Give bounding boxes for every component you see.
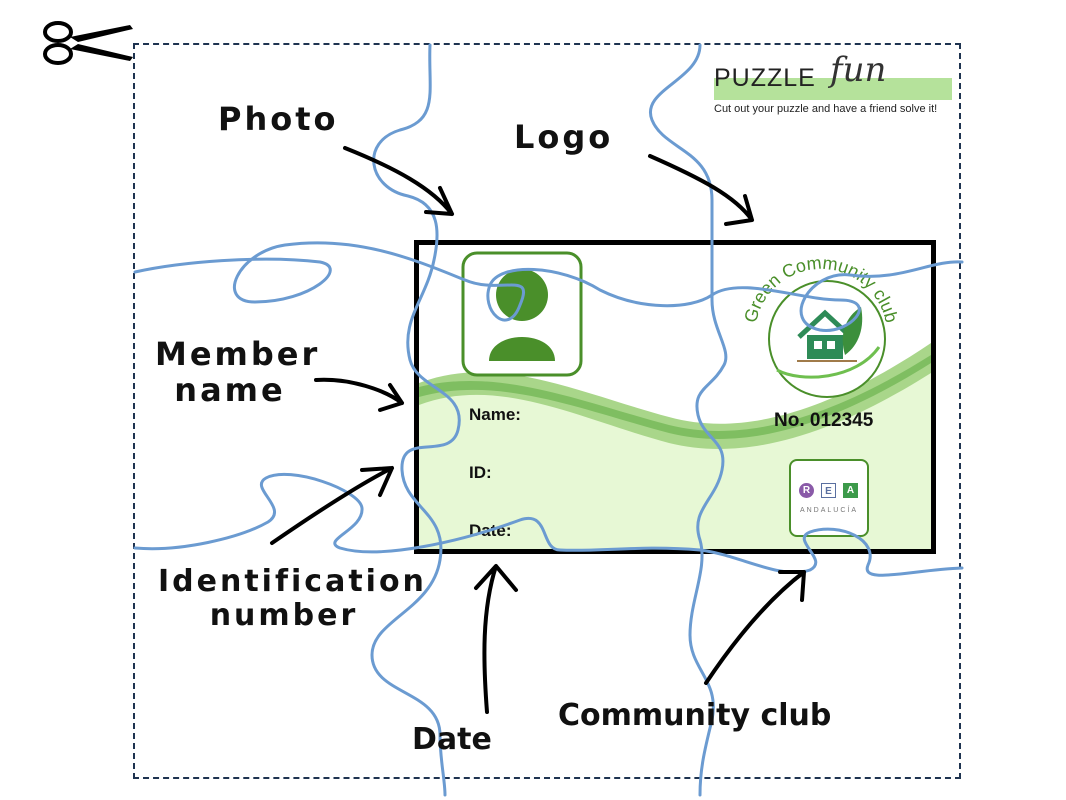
- brand-word: PUZZLE: [714, 64, 816, 92]
- member-number: No. 012345: [774, 410, 874, 431]
- brand-bar: [714, 78, 952, 100]
- puzzle-line-right-vertical: [648, 43, 728, 797]
- house-leaf-icon: [797, 307, 863, 362]
- rea-letter-e: E: [821, 483, 836, 498]
- brand-tagline: Cut out your puzzle and have a friend so…: [714, 103, 938, 115]
- cut-frame: [133, 43, 961, 779]
- club-logo: Green Community club: [741, 255, 901, 398]
- community-club-arrow: [704, 570, 806, 685]
- id-label: ID:: [469, 463, 492, 482]
- puzzle-line-left-vertical: [370, 43, 461, 797]
- id-card: Green Community club Name: ID: Date: No.…: [414, 240, 936, 554]
- member-name-arrow: [314, 377, 404, 412]
- photo-annotation: Photo: [218, 100, 339, 138]
- member-name-annotation: Member name: [155, 335, 321, 409]
- member-name-annotation-line2: name: [174, 371, 286, 409]
- rea-subtitle: ANDALUCÍA: [799, 507, 859, 514]
- date-annotation: Date: [412, 722, 492, 757]
- rea-letter-a: A: [843, 483, 858, 498]
- logo-arrow: [648, 154, 754, 226]
- puzzle-line-lower-horizontal: [133, 472, 964, 577]
- identification-annotation: Identification number: [158, 564, 427, 633]
- name-label: Name:: [469, 405, 521, 424]
- logo-annotation: Logo: [514, 118, 614, 156]
- photo-arrow: [343, 146, 454, 216]
- identification-annotation-line1: Identification: [158, 564, 427, 599]
- brand-script: fun: [830, 50, 887, 90]
- community-club-annotation: Community club: [558, 698, 832, 733]
- identification-annotation-line2: number: [209, 598, 359, 633]
- identification-arrow: [270, 466, 394, 545]
- puzzle-line-upper-horizontal: [133, 241, 964, 332]
- scissors-icon: [43, 21, 133, 65]
- rea-logo: R E A ANDALUCÍA: [789, 459, 869, 537]
- member-name-annotation-line1: Member: [155, 335, 321, 373]
- date-arrow: [474, 564, 518, 714]
- rea-letter-r: R: [799, 483, 814, 498]
